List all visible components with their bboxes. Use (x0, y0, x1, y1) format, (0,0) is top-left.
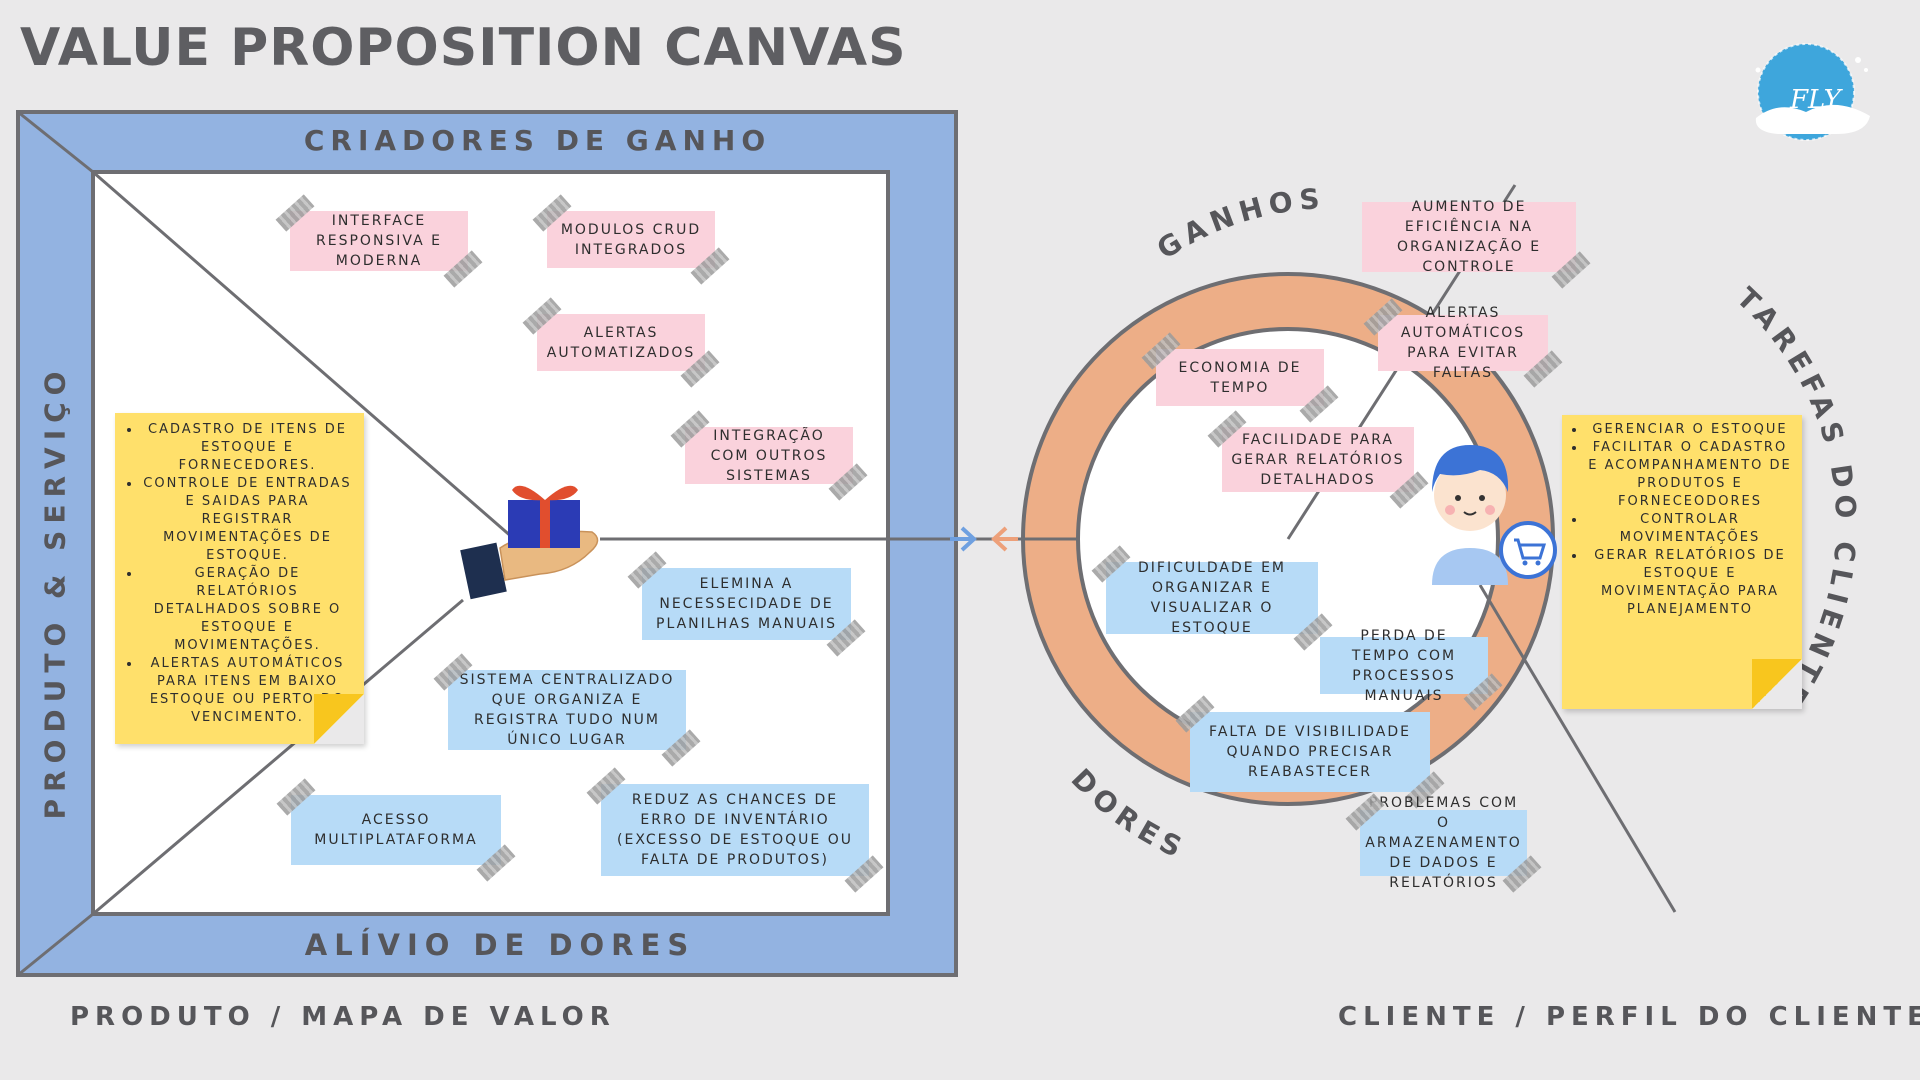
gain-creator-note: INTEGRAÇÃO COM OUTROS SISTEMAS (670, 410, 868, 501)
customer-avatar-icon (1432, 445, 1509, 585)
pain-note: PROBLEMAS COM O ARMAZENAMENTO DE DADOS E… (1345, 793, 1542, 893)
page-title: VALUE PROPOSITION CANVAS (20, 18, 907, 78)
logo-text: FLY (1789, 85, 1844, 115)
customer-job-item: GERENCIAR O ESTOQUE (1586, 421, 1794, 439)
pain-reliever-note: REDUZ AS CHANCES DE ERRO DE INVENTÁRIO (… (586, 767, 884, 893)
pain-reliever-note: ELEMINA A NECESSECIDADE DE PLANILHAS MAN… (627, 551, 866, 657)
gain-creator-note: MODULOS CRUD INTEGRADOS (532, 194, 730, 285)
gain-creators-label: CRIADORES DE GANHO (303, 124, 772, 157)
value-map-footer: PRODUTO / MAPA DE VALOR (70, 1002, 616, 1032)
products-services-item: CADASTRO DE ITENS DE ESTOQUE E FORNECEDO… (141, 421, 354, 475)
pain-note: DIFICULDADE EM ORGANIZAR E VISUALIZAR O … (1091, 545, 1333, 651)
customer-jobs-sticky: GERENCIAR O ESTOQUE FACILITAR O CADASTRO… (1562, 415, 1802, 709)
gain-note: AUMENTO DE EFICIÊNCIA NA ORGANIZAÇÃO E C… (1362, 199, 1591, 289)
pain-reliever-note: SISTEMA CENTRALIZADO QUE ORGANIZA E REGI… (433, 653, 701, 767)
customer-job-item: FACILITAR O CADASTRO E ACOMPANHAMENTO DE… (1586, 439, 1794, 511)
pain-note: PERDA DE TEMPO COM PROCESSOS MANUAIS (1320, 628, 1503, 711)
gain-note: FACILIDADE PARA GERAR RELATÓRIOS DETALHA… (1207, 410, 1429, 509)
customer-job-item: GERAR RELATÓRIOS DE ESTOQUE E MOVIMENTAÇ… (1586, 547, 1794, 619)
fit-arrows-icon (950, 526, 1018, 552)
gain-pain-divider-bottom (92, 598, 464, 916)
gains-label: GANHOS (1151, 182, 1320, 266)
gift-hand-icon (460, 485, 599, 600)
products-services-label: PRODUTO & SERVIÇO (38, 364, 72, 820)
pain-relievers-label: ALÍVIO DE DORES (304, 928, 696, 962)
products-services-item: CONTROLE DE ENTRADAS E SAIDAS PARA REGIS… (141, 475, 354, 565)
products-services-item: ALERTAS AUTOMÁTICOS PARA ITENS EM BAIXO … (141, 655, 354, 727)
gain-note: ECONOMIA DE TEMPO (1141, 332, 1339, 423)
gain-note: ALERTAS AUTOMÁTICOS PARA EVITAR FALTAS (1363, 298, 1563, 388)
customer-profile-footer: CLIENTE / PERFIL DO CLIENTE (1338, 1002, 1920, 1032)
products-services-sticky: CADASTRO DE ITENS DE ESTOQUE E FORNECEDO… (115, 413, 364, 744)
pain-reliever-note: ACESSO MULTIPLATAFORMA (276, 778, 516, 882)
jobs-divider-bottom (1478, 584, 1677, 913)
products-services-item: GERAÇÃO DE RELATÓRIOS DETALHADOS SOBRE O… (141, 565, 354, 655)
gain-creator-note: INTERFACE RESPONSIVA E MODERNA (275, 194, 483, 288)
shopping-cart-icon (1499, 521, 1557, 579)
gain-pain-divider-top (92, 170, 514, 540)
customer-job-item: CONTROLAR MOVIMENTAÇÕES (1586, 511, 1794, 547)
fly-logo-icon: FLY (1755, 43, 1870, 141)
pain-note: FALTA DE VISIBILIDADE QUANDO PRECISAR RE… (1175, 695, 1445, 809)
gain-creator-note: ALERTAS AUTOMATIZADOS (522, 297, 720, 388)
svg-text:GANHOS: GANHOS (1151, 182, 1326, 266)
